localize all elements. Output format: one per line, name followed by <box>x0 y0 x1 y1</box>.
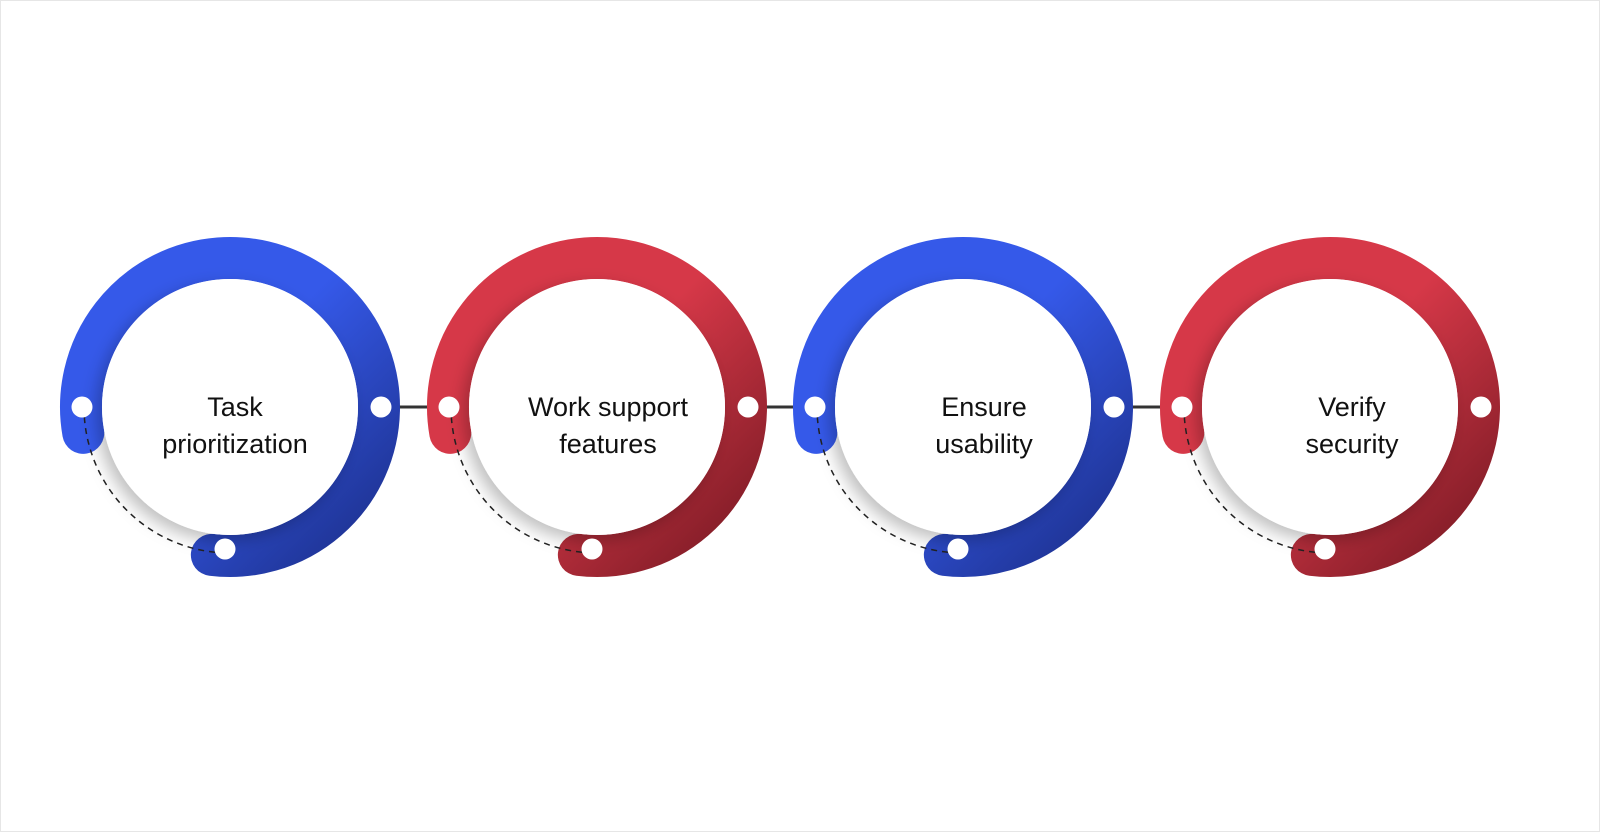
node-dot <box>804 396 826 418</box>
inner-circle <box>835 279 1091 535</box>
node-dot <box>1314 538 1336 560</box>
dashed-arc <box>816 417 953 554</box>
node-dot <box>737 396 759 418</box>
node-dot <box>438 396 460 418</box>
inner-circle <box>1202 279 1458 535</box>
inner-circle <box>469 279 725 535</box>
node-dot <box>1470 396 1492 418</box>
node-dot <box>71 396 93 418</box>
inner-circle <box>102 279 358 535</box>
step-2 <box>427 237 767 577</box>
step-4 <box>1160 237 1500 577</box>
ring-arc <box>1160 237 1500 577</box>
step-1 <box>60 237 400 577</box>
node-dot <box>370 396 392 418</box>
step-3 <box>793 237 1133 577</box>
node-dot <box>947 538 969 560</box>
dashed-arc <box>1183 417 1320 554</box>
node-dot <box>581 538 603 560</box>
ring-arc <box>427 237 767 577</box>
node-dot <box>1171 396 1193 418</box>
node-dot <box>1103 396 1125 418</box>
dashed-arc <box>83 417 220 554</box>
ring-arc <box>793 237 1133 577</box>
dashed-arc <box>450 417 587 554</box>
node-dot <box>214 538 236 560</box>
ring-arc <box>60 237 400 577</box>
